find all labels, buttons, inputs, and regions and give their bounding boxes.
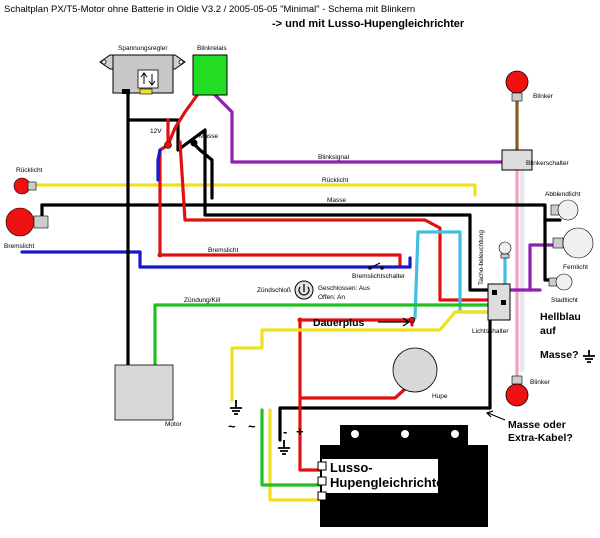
ground-icon-rectifier — [278, 440, 290, 455]
label-ruecklicht-lamp: Rücklicht — [16, 167, 43, 174]
horn — [392, 347, 438, 393]
yellow-wire-rectifier — [268, 408, 332, 502]
bremslicht-lamp — [5, 207, 49, 237]
lusso-rectifier — [317, 425, 488, 527]
ground-icon-left — [230, 400, 242, 415]
label-wire-ruecklicht: Rücklicht — [322, 177, 349, 184]
ignition-switch — [294, 280, 314, 300]
blinker-top-lamp — [505, 70, 529, 102]
red-wire-long — [178, 140, 492, 302]
label-lichtschalter: Lichtschalter — [472, 328, 509, 335]
label-blinker-top: Blinker — [533, 93, 554, 100]
label-blinkrelais: Blinkrelais — [197, 45, 227, 52]
blue-wire-bremslicht — [20, 250, 412, 269]
blinker-bottom-lamp — [505, 375, 529, 407]
node-12v — [164, 141, 172, 149]
label-blinkerschalter: Blinkerschalter — [526, 160, 569, 167]
rectifier-label-2: Hupengleichrichter — [330, 475, 448, 490]
green-wire-rectifier — [260, 408, 332, 487]
yellow-wire-dauerplus — [230, 310, 492, 402]
ruecklicht-lamp — [13, 177, 37, 195]
black-wire-masse-node — [190, 140, 214, 200]
label-wire-zuendung: Zündung/Kill — [184, 297, 221, 304]
dauerplus-arrow-icon — [378, 317, 411, 327]
terminal-plus: + — [296, 424, 304, 439]
stadtlicht-lamp — [548, 273, 573, 291]
label-wire-bremslicht: Bremslicht — [208, 247, 239, 254]
black-wire-regulator — [126, 88, 492, 292]
regulator-arrows-icon — [137, 69, 159, 89]
label-tachobeleuchtung: Tacho-beleuchtung — [478, 230, 485, 285]
abblendlicht-lamp — [550, 199, 579, 221]
label-bremslicht-lamp: Bremslicht — [4, 243, 35, 250]
diagram-subtitle: -> und mit Lusso-Hupengleichrichter — [272, 18, 465, 30]
label-zuendschloss: Zündschloß — [257, 287, 291, 294]
label-hupe: Hupe — [432, 393, 448, 400]
diagram-title: Schaltplan PX/T5-Motor ohne Batterie in … — [4, 4, 415, 15]
label-bremslichtschalter: Bremslichtschalter — [352, 273, 406, 280]
rectifier-label-1: Lusso- — [330, 460, 373, 475]
callout-extra-kabel: Extra-Kabel? — [508, 432, 573, 444]
label-stadtlicht: Stadtlicht — [551, 297, 578, 304]
yellow-wire-ruecklicht — [28, 183, 477, 197]
label-motor: Motor — [165, 421, 182, 428]
black-wire-rectifier-minus — [278, 316, 492, 442]
callout-hellblau-2: auf — [540, 325, 556, 337]
green-wire-zuendung — [153, 303, 492, 367]
black-wire-masse-bus — [40, 203, 562, 222]
callout-masse-oder: Masse oder — [508, 419, 566, 431]
label-fernlicht: Fernlicht — [563, 264, 588, 271]
callout-dauerplus: Dauerplus — [313, 317, 365, 329]
node-masse — [190, 139, 198, 147]
label-wire-blinksignal: Blinksignal — [318, 154, 350, 161]
label-wire-masse: Masse — [327, 197, 347, 204]
red-wire-12v — [158, 118, 170, 257]
callout-hellblau-3: Masse? — [540, 349, 579, 361]
label-12v: 12V — [150, 128, 162, 135]
purple-wire-blinksignal — [212, 92, 507, 164]
red-wire-bremslicht — [158, 253, 402, 267]
terminal-ac-right: ~ — [248, 419, 256, 434]
ground-icon-hellblau — [583, 350, 595, 363]
masse-arrow-icon — [485, 410, 506, 421]
terminal-minus: - — [283, 424, 287, 439]
voltage-regulator — [99, 54, 186, 95]
label-blinker-bottom: Blinker — [530, 379, 551, 386]
label-spannungsregler: Spannungsregler — [118, 45, 168, 52]
motor — [114, 364, 174, 421]
label-geschlossen: Geschlossen: Aus — [318, 285, 371, 292]
red-wire-relay — [166, 92, 200, 147]
light-switch — [487, 283, 511, 321]
fernlicht-lamp — [552, 227, 594, 259]
label-masse-node: Masse — [199, 133, 219, 140]
terminal-ac-left: ~ — [228, 419, 236, 434]
label-abblendlicht: Abblendlicht — [545, 191, 581, 198]
blue-wire-up — [156, 148, 162, 182]
flasher-relay — [192, 54, 228, 96]
brake-light-switch — [368, 262, 384, 270]
blinker-switch — [501, 149, 533, 171]
black-wire-to-stadtlicht — [543, 218, 562, 282]
label-offen: Offen: An — [318, 294, 345, 301]
callout-hellblau-1: Hellblau — [540, 311, 581, 323]
tacho-bulb — [498, 241, 512, 259]
